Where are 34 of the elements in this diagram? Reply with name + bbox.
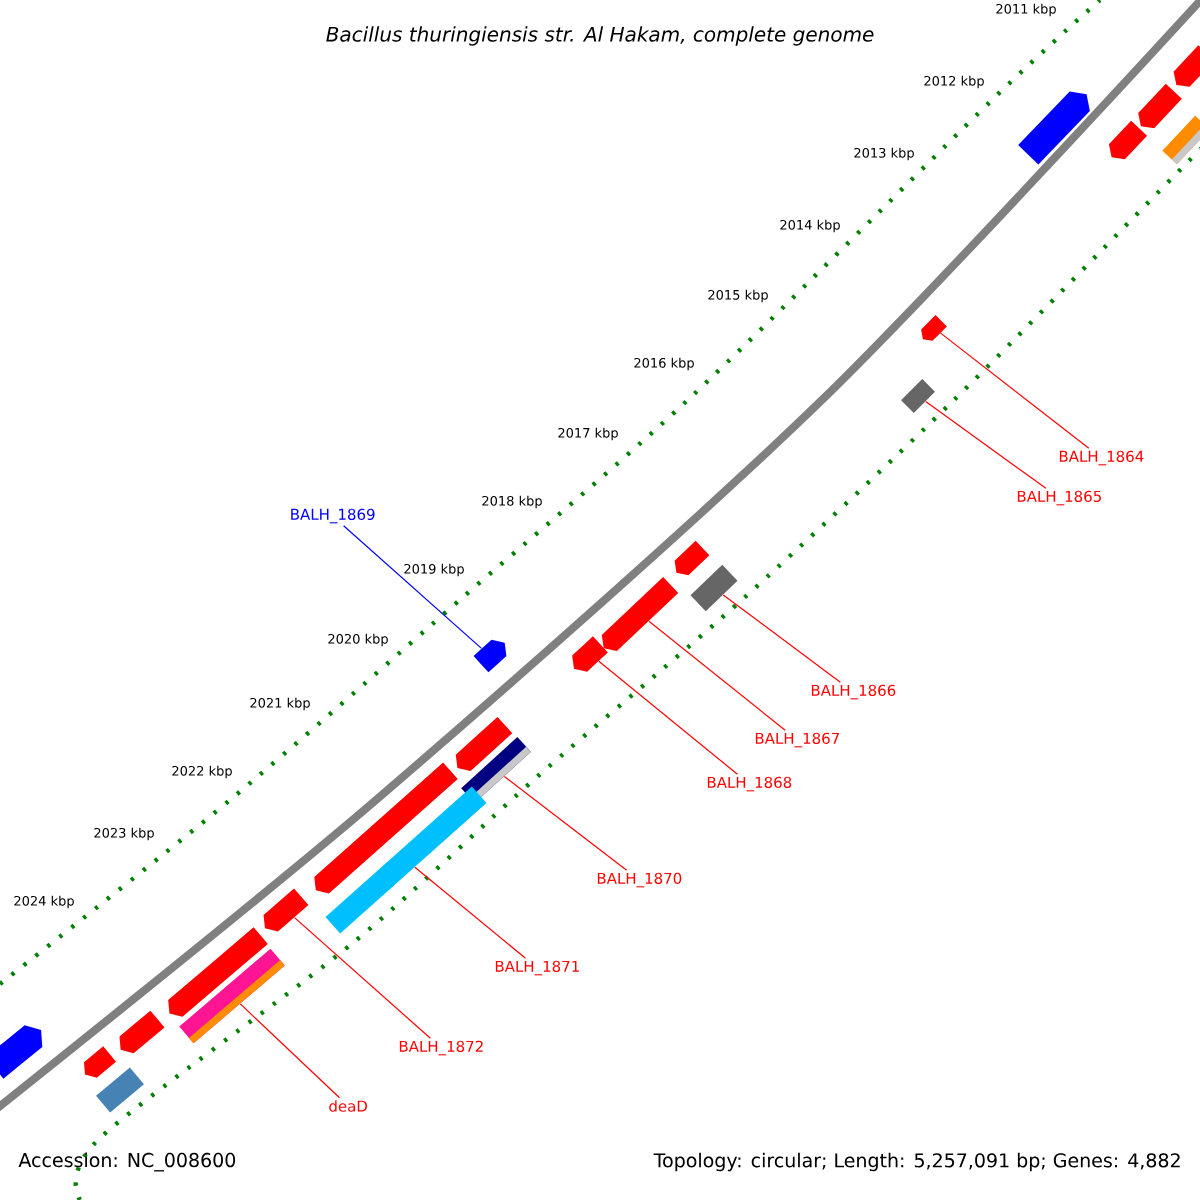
gene-block	[473, 639, 507, 673]
gene-block	[674, 540, 710, 576]
gene-bar	[690, 564, 738, 612]
leader-line	[940, 332, 1090, 449]
genome-info-text: Topology: circular; Length: 5,257,091 bp; Genes: 4,882	[653, 1152, 1180, 1172]
leader-line	[598, 660, 738, 775]
accession-text: Accession: NC_008600	[18, 1152, 236, 1172]
leader-line	[925, 400, 1047, 489]
gene-block	[168, 927, 268, 1017]
gene-block	[119, 1010, 165, 1054]
gene-bar	[1162, 115, 1200, 165]
leader-line	[648, 620, 786, 731]
leader-line	[722, 594, 841, 683]
gene-block	[0, 1025, 43, 1079]
gene-block	[1173, 45, 1200, 87]
gene-block	[314, 762, 458, 894]
leader-line	[414, 866, 527, 959]
gene-block	[921, 315, 947, 341]
gene-bar	[901, 379, 935, 413]
gene-block	[1138, 83, 1182, 129]
gene-block	[601, 577, 679, 651]
gene-block	[263, 888, 309, 932]
gene-bar	[96, 1067, 144, 1113]
leader-line	[239, 1003, 341, 1099]
gene-block	[1018, 91, 1090, 165]
gene-block	[455, 716, 513, 772]
leader-line	[343, 525, 483, 649]
leader-line	[503, 775, 628, 871]
gene-bar	[325, 786, 487, 934]
title: Bacillus thuringiensis str. Al Hakam, complete genome	[326, 26, 874, 46]
gene-block	[572, 636, 608, 672]
gene-block	[84, 1046, 116, 1078]
gene-block	[1108, 120, 1148, 160]
leader-line	[293, 917, 431, 1039]
